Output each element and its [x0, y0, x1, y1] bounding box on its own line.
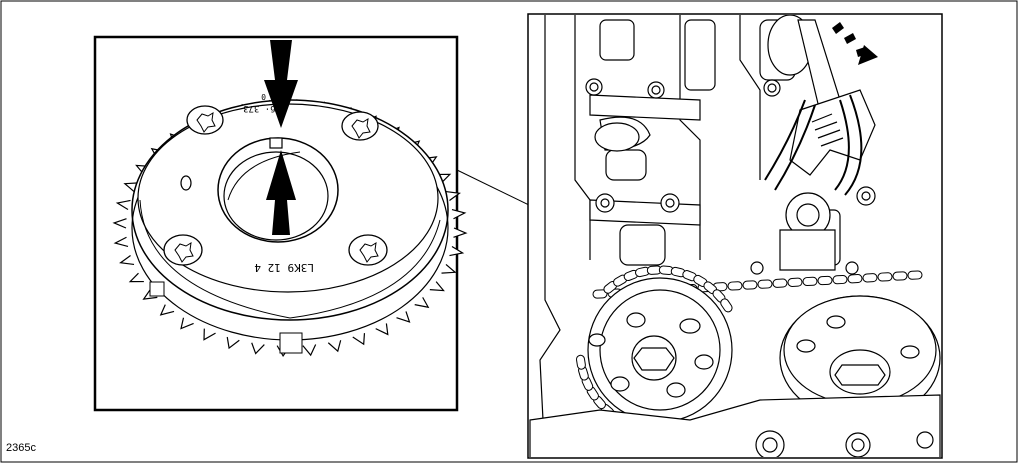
sprocket-tooth	[445, 190, 461, 201]
gear-marking-inner: L3K9 12 4	[254, 261, 314, 274]
sprocket-tooth	[128, 272, 144, 283]
chain-link	[862, 273, 878, 283]
sprocket-tooth	[327, 340, 342, 353]
engine-view	[527, 13, 943, 459]
chain-link	[720, 298, 733, 313]
sprocket-tooth	[302, 344, 317, 357]
chain-link	[772, 278, 788, 288]
chain-link	[742, 280, 758, 290]
sprocket-tooth	[441, 264, 457, 274]
chain-link	[575, 354, 586, 370]
chain-link	[802, 276, 818, 287]
figure-id-label: 2365c	[6, 442, 36, 454]
chain-link	[892, 271, 908, 281]
sprocket-tooth	[112, 218, 127, 229]
sprocket-tooth	[119, 255, 135, 266]
chain-link	[817, 275, 833, 286]
arrow-down-icon	[264, 40, 298, 128]
vvt-unit-side	[139, 199, 441, 319]
chain-link	[907, 270, 923, 280]
sprocket-tooth	[375, 323, 389, 336]
cover-bolt	[851, 438, 865, 452]
exhaust-cam-sprocket	[587, 277, 733, 423]
center-bore-shadow	[227, 151, 301, 201]
detail-inset: K6· 373 0 L3K9 12 4	[93, 35, 468, 412]
chain-link	[727, 281, 743, 291]
gear-marking-outer: K6· 373	[243, 103, 281, 113]
sprocket-tooth	[203, 328, 216, 341]
cover-bolt	[762, 437, 778, 453]
dowel-hole	[180, 175, 192, 191]
sprocket-tooth	[352, 333, 366, 346]
wrench-icon	[764, 19, 876, 196]
rim-tab	[149, 281, 165, 297]
sprocket-tooth	[414, 297, 430, 309]
sprocket-tooth	[180, 317, 194, 330]
chain-link	[787, 277, 803, 287]
sprocket-tooth	[115, 199, 131, 211]
sprocket-tooth	[396, 311, 411, 323]
chain-link	[832, 274, 848, 285]
sprocket-tooth	[451, 208, 467, 220]
torx-bolt	[348, 234, 388, 266]
chain-link	[592, 289, 608, 299]
curved-arrow-icon	[832, 22, 878, 65]
head-rail	[589, 94, 701, 121]
cylinder-head-casting	[539, 15, 761, 457]
sprocket-tooth	[449, 245, 465, 257]
camshaft-hex-tool	[779, 192, 836, 271]
alignment-notch	[269, 137, 283, 149]
sprocket-tooth	[113, 236, 129, 248]
torx-bolt	[163, 234, 203, 266]
sprocket-tooth	[251, 342, 265, 355]
intake-vvt-unit	[779, 295, 941, 421]
sprocket-tooth	[453, 227, 468, 238]
chain-link	[847, 274, 863, 284]
gear-marking-small: 0	[261, 92, 266, 101]
camshaft-left	[594, 19, 666, 266]
torx-bolt	[186, 105, 224, 135]
arrow-up-icon	[266, 150, 296, 235]
sprocket-tooth	[159, 304, 175, 316]
torx-bolt	[341, 111, 379, 141]
cover-bolt	[916, 431, 934, 449]
sprocket-tooth	[226, 336, 240, 350]
cam-cap-bolts	[585, 78, 876, 275]
rim-tab	[279, 332, 303, 354]
chain-link	[877, 272, 893, 282]
sprocket-tooth	[429, 281, 445, 292]
chain-link	[757, 279, 773, 289]
front-cover-casting	[529, 394, 941, 457]
